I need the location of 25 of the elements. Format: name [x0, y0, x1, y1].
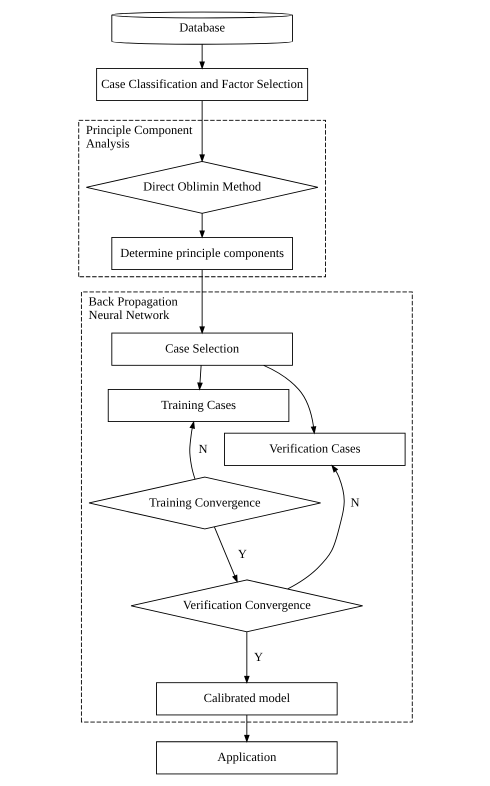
arrow	[198, 44, 204, 70]
arrow	[198, 100, 204, 162]
edge-label: Y	[237, 547, 246, 562]
arrow	[286, 464, 344, 590]
arrow	[196, 365, 202, 391]
arrow	[198, 269, 204, 334]
node-diamond: Verification Convergence	[130, 579, 363, 632]
arrow	[244, 631, 250, 684]
arrow	[262, 364, 316, 434]
node-diamond: Direct Oblimin Method	[85, 160, 318, 214]
node-box: Calibrated model	[156, 682, 338, 716]
arrow	[188, 420, 195, 480]
node-box: Training Cases	[107, 388, 289, 422]
edge-label: N	[198, 442, 208, 456]
node-box: Application	[156, 741, 338, 774]
edge-label: Y	[253, 650, 263, 664]
node-box: Case Selection	[110, 332, 292, 366]
arrow	[198, 212, 204, 239]
arrow	[244, 714, 250, 743]
node-diamond: Training Convergence	[88, 476, 321, 530]
edge-label: N	[350, 496, 360, 510]
node-box: Verification Cases	[224, 432, 406, 466]
arrow	[213, 526, 238, 583]
node-box: Case Classification and Factor Selection	[96, 68, 308, 102]
node-box: Determine principle components	[110, 236, 292, 270]
